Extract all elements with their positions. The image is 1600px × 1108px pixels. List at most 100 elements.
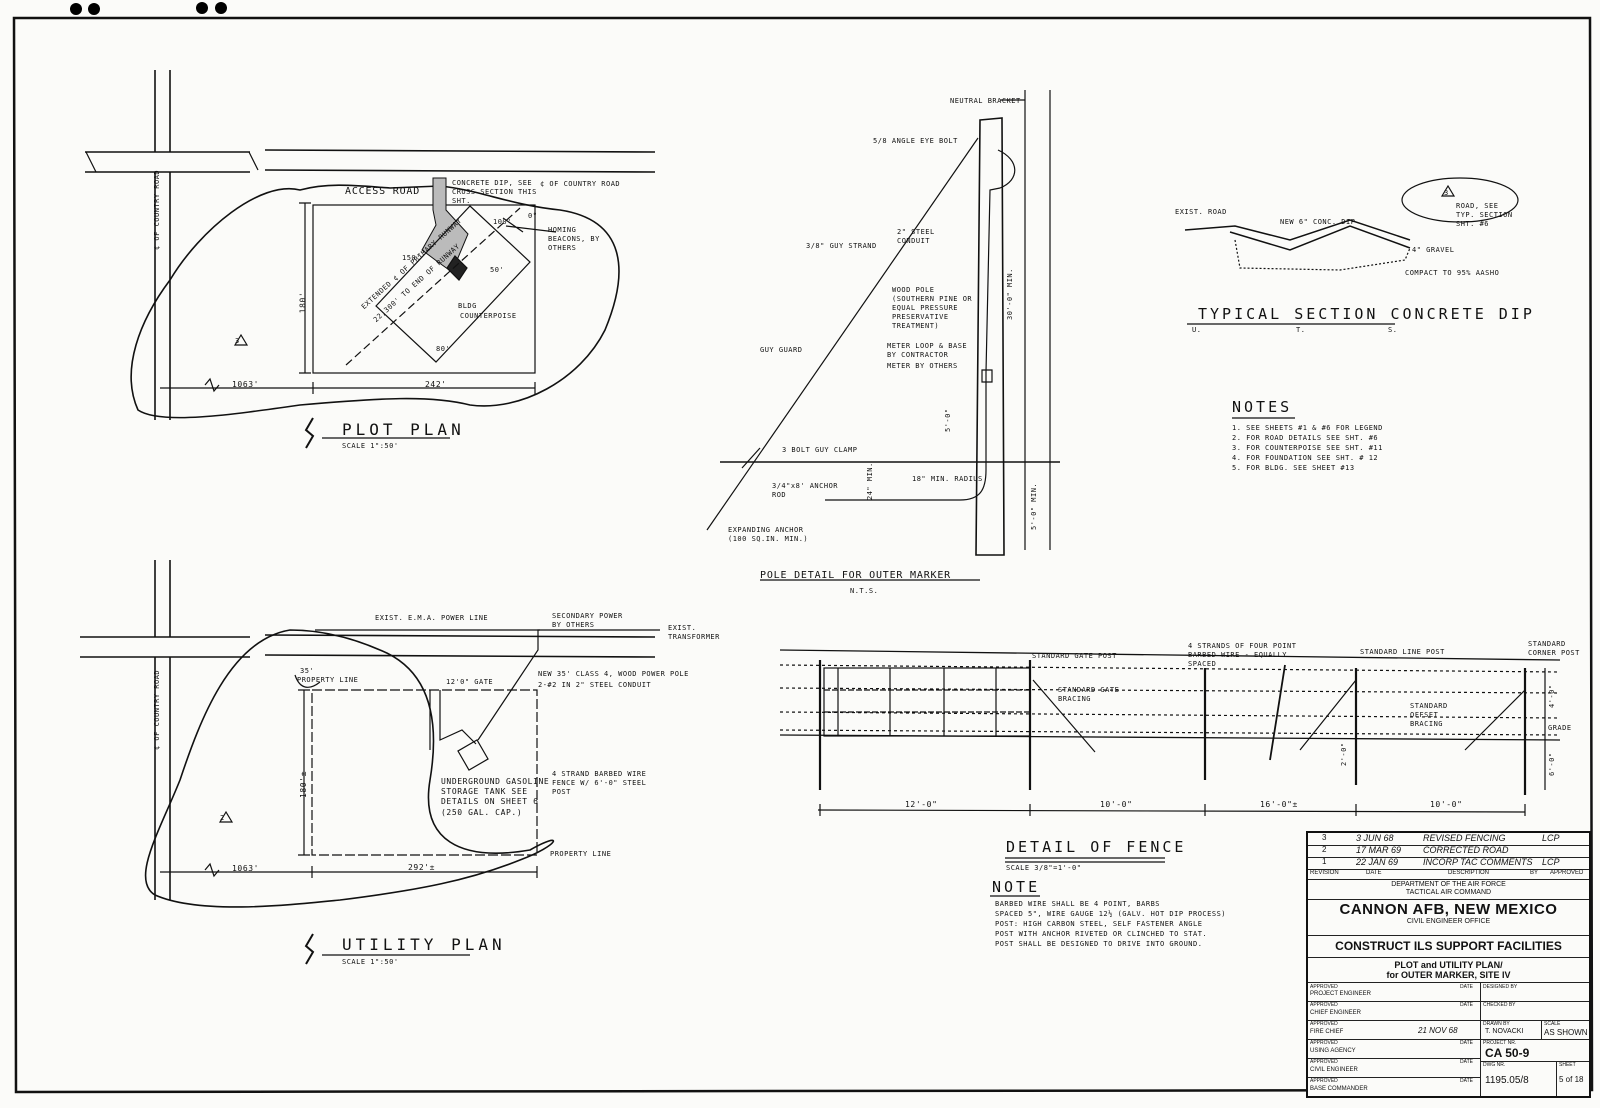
revision-row: 1 22 JAN 69 INCORP TAC COMMENTS LCP [1308, 857, 1589, 870]
approval-role: PROJECT ENGINEER [1310, 991, 1371, 997]
sheet-title-2: for OUTER MARKER, SITE IV [1386, 970, 1511, 980]
compact-label: COMPACT TO 95% AASHO [1405, 269, 1500, 277]
dim-242: 242' [425, 380, 447, 389]
approval-role: USING AGENCY [1310, 1048, 1356, 1054]
section-callout [1401, 177, 1519, 223]
approvals-column: APPROVED PROJECT ENGINEER DATE APPROVED … [1308, 983, 1481, 1096]
counterpoise-label: COUNTERPOISE [460, 312, 517, 320]
fence-dim-16: 16'-0"± [1260, 800, 1298, 809]
strands-label: 4 STRANDS OF FOUR POINT BARBED WIRE - EQ… [1188, 642, 1297, 668]
notes-title: NOTES [1232, 398, 1293, 416]
dept-label: DEPARTMENT OF THE AIR FORCE [1391, 881, 1506, 888]
gate-label: 12'0" GATE [446, 678, 494, 686]
revision-header: REVISION DATE DESCRIPTION BY APPROVED [1308, 869, 1589, 880]
plot-plan-scale: SCALE 1":50' [342, 442, 399, 450]
building [446, 255, 468, 281]
section-title: TYPICAL SECTION CONCRETE DIP [1198, 305, 1535, 323]
access-road [421, 177, 469, 273]
rev-mark: 2 [1322, 845, 1327, 854]
dwg-nr: 1195.05/8 [1485, 1075, 1529, 1086]
rev-header: BY [1530, 870, 1539, 876]
property-boundary-utility [144, 629, 554, 908]
approved-label: APPROVED [1310, 1078, 1338, 1084]
exist-transformer-label: EXIST. TRANSFORMER [668, 624, 720, 641]
fence-dim-10a: 10'-0" [1100, 800, 1133, 809]
date-label: DATE [1460, 1059, 1473, 1065]
rev-header: DESCRIPTION [1448, 870, 1490, 876]
new-conc-label: NEW 6" CONC. DIP [1280, 218, 1356, 226]
rev-desc: INCORP TAC COMMENTS [1423, 857, 1533, 867]
note-item: 2. FOR ROAD DETAILS SEE SHT. #6 [1232, 434, 1379, 442]
checked-by-label: CHECKED BY [1483, 1002, 1516, 1008]
approved-label: APPROVED [1310, 1059, 1338, 1065]
date-label: DATE [1460, 1078, 1473, 1084]
fence-linework [779, 649, 1561, 897]
utility-plan-scale: SCALE 1":50' [342, 958, 399, 966]
concrete-dip-label: CONCRETE DIP, SEE CROSS SECTION THIS SHT… [452, 179, 537, 205]
access-road-label: ACCESS ROAD [345, 186, 421, 197]
punch-hole [215, 2, 227, 14]
utility-plan-linework [80, 560, 660, 965]
north-arrow-plot [304, 417, 315, 449]
tank-cap-label: (250 GAL. CAP.) [441, 808, 523, 817]
rev-by: LCP [1542, 833, 1560, 843]
base-row [1308, 899, 1589, 936]
rev-header: DATE [1366, 870, 1382, 876]
note-item: 5. FOR BLDG. SEE SHEET #13 [1232, 464, 1355, 472]
note-line: SPACED 5", WIRE GAUGE 12½ (GALV. HOT DIP… [995, 910, 1227, 918]
project-nr: CA 50-9 [1485, 1046, 1530, 1060]
bldg-label: BLDG [458, 302, 477, 310]
rev-mark: 3 [1322, 833, 1327, 842]
dim-24: 24" MIN. [866, 462, 874, 500]
punch-hole [70, 3, 82, 15]
scale-value: AS SHOWN [1544, 1028, 1588, 1037]
note-item: 1. SEE SHEETS #1 & #6 FOR LEGEND [1232, 424, 1383, 432]
base-name: CANNON AFB, NEW MEXICO [1339, 901, 1558, 918]
note-item: 4. FOR FOUNDATION SEE SHT. # 12 [1232, 454, 1379, 462]
fence-dim-2: 2'-0" [1340, 742, 1348, 766]
note-title: NOTE [992, 878, 1041, 896]
std-line-post-label: STANDARD LINE POST [1360, 648, 1445, 656]
section-rev-mark: 3 [1444, 189, 1449, 197]
std-corner-post-label: STANDARD CORNER POST [1528, 640, 1580, 657]
command-label: TACTICAL AIR COMMAND [1405, 889, 1492, 896]
conduit-label: 2-#2 IN 2" STEEL CONDUIT [538, 681, 652, 689]
meter-label: METER BY OTHERS [887, 362, 958, 370]
approval-role: CIVIL ENGINEER [1310, 1067, 1358, 1073]
approval-role: CHIEF ENGINEER [1310, 1010, 1362, 1016]
section-linework [1184, 177, 1519, 419]
anchor-rod-label: 3/4"x8' ANCHOR ROD [772, 482, 839, 499]
wood-pole-label: WOOD POLE (SOUTHERN PINE OR EQUAL PRESSU… [892, 286, 973, 330]
rev-header: APPROVED [1550, 870, 1584, 876]
utility-dim-180: 180'± [299, 770, 309, 799]
counterpoise [375, 205, 531, 363]
rev-date: 22 JAN 69 [1356, 857, 1399, 867]
storage-tank [457, 739, 489, 771]
punch-hole [196, 2, 208, 14]
barbed-wire-label: 4 STRAND BARBED WIRE FENCE W/ 6'-0" STEE… [552, 770, 647, 796]
sheet-label: SHEET [1559, 1062, 1576, 1068]
degree-label: 0° [528, 212, 538, 220]
utility-dim-292: 292'± [408, 863, 436, 872]
revision-row: 3 3 JUN 68 REVISED FENCING LCP [1308, 833, 1589, 846]
scale-label: SCALE [1544, 1021, 1561, 1027]
rev-date: 17 MAR 69 [1356, 845, 1402, 855]
fence-dim-10b: 10'-0" [1430, 800, 1463, 809]
steel-conduit-label: 2" STEEL CONDUIT [897, 228, 935, 245]
office-name: CIVIL ENGINEER OFFICE [1406, 918, 1491, 925]
dept-row [1308, 880, 1589, 900]
drawing-info-column: DESIGNED BY CHECKED BY DRAWN BY T. NOVAC… [1481, 983, 1589, 1096]
property-line-label: PROPERTY LINE [297, 676, 359, 684]
road-see-label: ROAD, SEE TYP. SECTION SHT. #6 [1456, 202, 1513, 228]
exist-road-label: EXIST. ROAD [1175, 208, 1227, 216]
rev-mark-plot: 3 [235, 337, 240, 345]
rev-mark: 1 [1322, 857, 1327, 866]
note-line: POST SHALL BE DESIGNED TO DRIVE INTO GRO… [995, 940, 1203, 948]
dim-50: 50' [490, 266, 505, 274]
title-block: 3 3 JUN 68 REVISED FENCING LCP 2 17 MAR … [1306, 831, 1591, 1098]
rev-by: LCP [1542, 857, 1560, 867]
fence-line [311, 689, 538, 856]
property-boundary [130, 184, 620, 419]
approved-label: APPROVED [1310, 984, 1338, 990]
